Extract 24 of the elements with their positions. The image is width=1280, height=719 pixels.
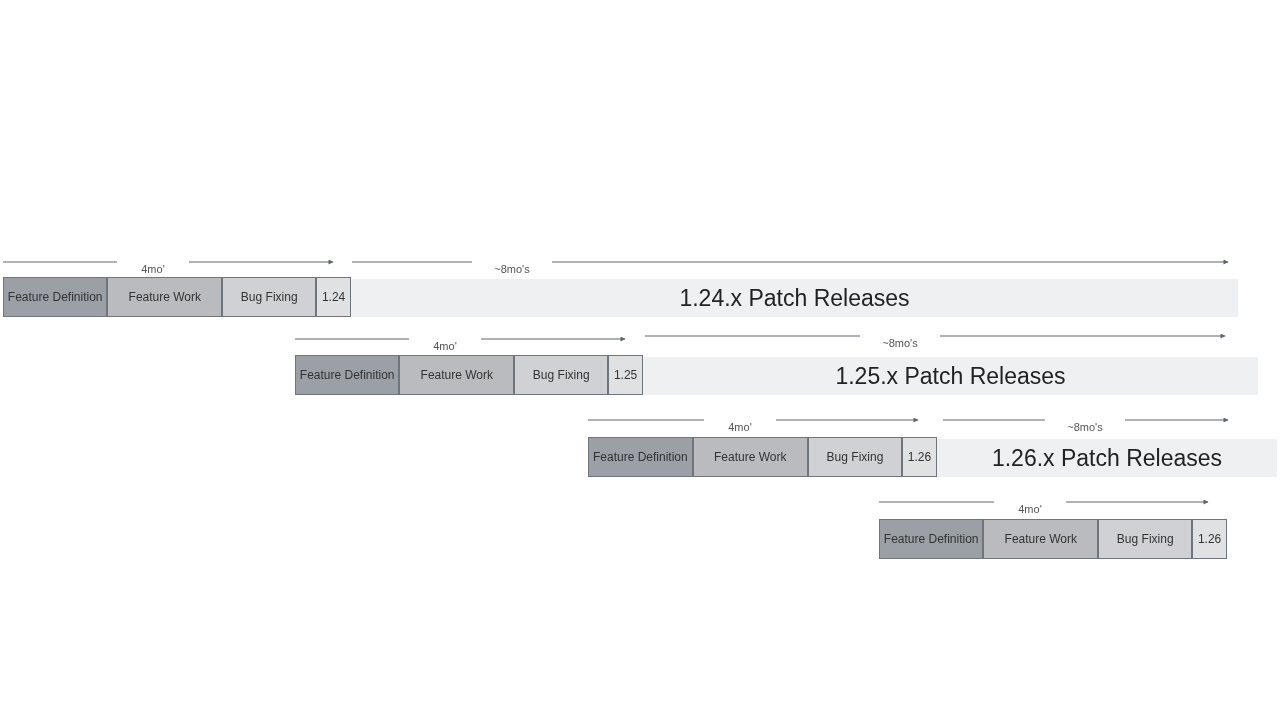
phase-bar: Feature Work [107, 277, 223, 317]
phase-bar: Feature Work [692, 437, 808, 477]
duration-label: 4mo' [1018, 503, 1042, 515]
patch-release-band: 1.25.x Patch Releases [643, 357, 1258, 395]
release-box: 1.26 [902, 437, 937, 477]
patch-release-band: 1.24.x Patch Releases [351, 279, 1238, 317]
phase-bar: Bug Fixing [1098, 519, 1193, 559]
patch-release-band: 1.26.x Patch Releases [937, 439, 1277, 477]
duration-label: 4mo' [433, 340, 457, 352]
duration-label: ~8mo's [882, 337, 918, 349]
phase-bar: Feature Work [399, 355, 515, 395]
duration-label: ~8mo's [1067, 421, 1103, 433]
phase-bar: Bug Fixing [514, 355, 609, 395]
phase-bar: Bug Fixing [222, 277, 317, 317]
phase-bar: Feature Work [983, 519, 1099, 559]
release-box: 1.25 [608, 355, 643, 395]
release-box: 1.26 [1192, 519, 1227, 559]
release-box: 1.24 [316, 277, 351, 317]
phase-bar: Feature Definition [295, 355, 400, 395]
duration-label: 4mo' [728, 421, 752, 433]
phase-bar: Bug Fixing [807, 437, 903, 477]
phase-bar: Feature Definition [3, 277, 108, 317]
phase-bar: Feature Definition [588, 437, 693, 477]
phase-bar: Feature Definition [879, 519, 984, 559]
